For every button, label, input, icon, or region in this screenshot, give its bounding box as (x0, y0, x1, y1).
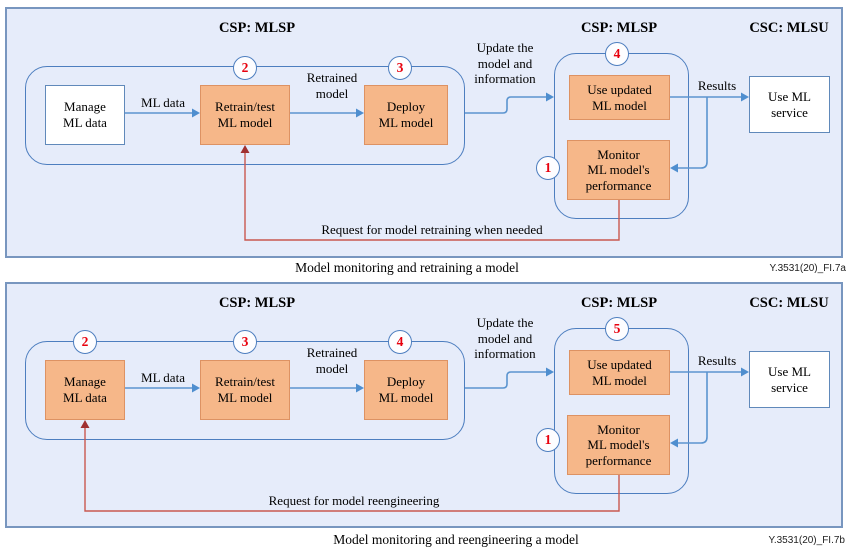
label-feedback-retraining: Request for model retraining when needed (321, 222, 543, 237)
feedback-arrowhead (80, 420, 90, 428)
node-monitor-performance: Monitor ML model's performance (567, 415, 670, 475)
arrowhead-update-info (546, 367, 554, 377)
node-manage-ml-data: Manage ML data (45, 360, 125, 420)
arrowhead-ml-data (192, 108, 200, 118)
arrowhead-to-monitor (670, 163, 678, 173)
arrowhead-retrained-model (356, 383, 364, 393)
arrowhead-ml-data (192, 383, 200, 393)
label-ml-data: ML data (141, 370, 185, 385)
step-circle-retrain: 3 (233, 330, 257, 354)
node-deploy-ml-model: Deploy ML model (364, 85, 448, 145)
step-circle-manage: 2 (73, 330, 97, 354)
step-circle-monitor: 1 (536, 428, 560, 452)
node-retrain-test-ml-model: Retrain/test ML model (200, 85, 290, 145)
blue-flow-lines (125, 371, 741, 444)
feedback-retraining-line (244, 153, 620, 241)
label-retrained-model: Retrained model (306, 70, 358, 101)
step-circle-deploy: 4 (388, 330, 412, 354)
title-csp-pipeline: CSP: MLSP (218, 295, 296, 311)
figure-id-a: Y.3531(20)_FI.7a (769, 263, 846, 274)
label-feedback-reengineering: Request for model reengineering (268, 493, 440, 508)
arrowhead-retrained-model (356, 108, 364, 118)
title-csp-serving: CSP: MLSP (580, 20, 658, 36)
flow-arrows-svg (125, 92, 749, 241)
figure-id-b: Y.3531(20)_FI.7b (768, 535, 845, 546)
arrow-update-info-line (465, 371, 546, 389)
title-csp-pipeline: CSP: MLSP (218, 20, 296, 36)
node-deploy-ml-model: Deploy ML model (364, 360, 448, 420)
title-csc: CSC: MLSU (749, 20, 829, 36)
arrow-results-to-monitor-line (678, 97, 708, 169)
arrow-results-to-monitor-line (678, 372, 708, 444)
step-circle-deploy: 3 (388, 56, 412, 80)
step-circle-retrain: 2 (233, 56, 257, 80)
node-manage-ml-data: Manage ML data (45, 85, 125, 145)
node-use-updated-ml-model: Use updated ML model (569, 350, 670, 395)
node-use-updated-ml-model: Use updated ML model (569, 75, 670, 120)
label-retrained-model: Retrained model (306, 345, 358, 376)
node-use-ml-service: Use ML service (749, 351, 830, 408)
flow-arrows-svg (80, 367, 749, 512)
arrow-update-info-line (465, 96, 546, 114)
label-ml-data: ML data (141, 95, 185, 110)
arrowhead-results (741, 92, 749, 102)
node-use-ml-service: Use ML service (749, 76, 830, 133)
label-update-info: Update the model and information (474, 315, 536, 362)
blue-flow-lines (125, 96, 741, 169)
blue-arrowheads (192, 367, 749, 448)
feedback-reengineering-line (84, 428, 620, 512)
label-results: Results (697, 353, 737, 368)
node-retrain-test-ml-model: Retrain/test ML model (200, 360, 290, 420)
label-results: Results (697, 78, 737, 93)
step-circle-use-updated: 5 (605, 317, 629, 341)
label-update-info: Update the model and information (474, 40, 536, 87)
caption-retraining: Model monitoring and retraining a model (295, 260, 519, 275)
panel-reengineering: CSP: MLSP CSP: MLSP CSC: MLSU Manage ML … (5, 282, 843, 528)
step-circle-monitor: 1 (536, 156, 560, 180)
step-circle-use-updated: 4 (605, 42, 629, 66)
caption-reengineering: Model monitoring and reengineering a mod… (333, 532, 579, 547)
blue-arrowheads (192, 92, 749, 173)
arrowhead-update-info (546, 92, 554, 102)
node-monitor-performance: Monitor ML model's performance (567, 140, 670, 200)
arrowhead-to-monitor (670, 438, 678, 448)
title-csc: CSC: MLSU (749, 295, 829, 311)
feedback-arrowhead (240, 145, 250, 153)
panel-retraining: CSP: MLSP CSP: MLSP CSC: MLSU Manage ML … (5, 7, 843, 258)
title-csp-serving: CSP: MLSP (580, 295, 658, 311)
arrowhead-results (741, 367, 749, 377)
